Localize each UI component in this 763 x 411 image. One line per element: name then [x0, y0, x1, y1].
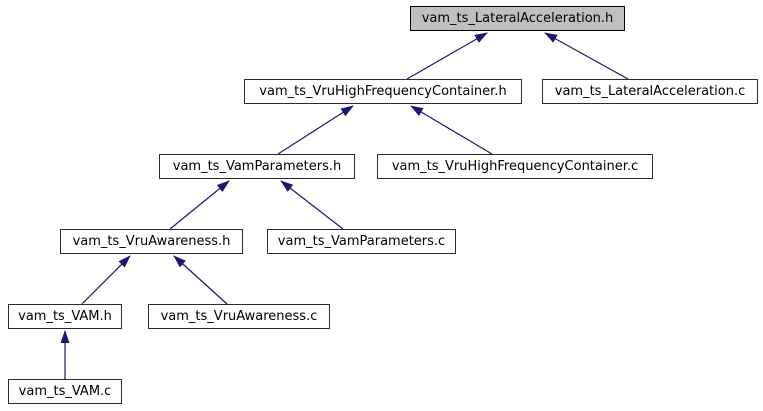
edge-vam_ts_VruAwareness.h-to-vam_ts_VamParameters.h	[169, 180, 230, 230]
node-vam_ts_LateralAcceleration-h: vam_ts_LateralAcceleration.h	[410, 6, 625, 31]
node-vam_ts_VruAwareness-c[interactable]: vam_ts_VruAwareness.c	[148, 304, 330, 329]
edge-vam_ts_VamParameters.h-to-vam_ts_VruHighFrequencyContainer.h	[277, 105, 354, 155]
node-vam_ts_VruHighFrequencyContainer-c[interactable]: vam_ts_VruHighFrequencyContainer.c	[377, 154, 653, 179]
edge-vam_ts_VruHighFrequencyContainer.h-to-vam_ts_LateralAcceleration.h	[406, 32, 488, 80]
node-vam_ts_VruAwareness-h[interactable]: vam_ts_VruAwareness.h	[60, 229, 243, 254]
edge-vam_ts_VAM.h-to-vam_ts_VruAwareness.h	[81, 255, 131, 305]
edge-vam_ts_LateralAcceleration.c-to-vam_ts_LateralAcceleration.h	[544, 32, 629, 80]
node-vam_ts_VamParameters-h[interactable]: vam_ts_VamParameters.h	[159, 154, 355, 179]
edge-vam_ts_VruHighFrequencyContainer.c-to-vam_ts_VruHighFrequencyContainer.h	[410, 105, 493, 155]
node-vam_ts_VAM-c[interactable]: vam_ts_VAM.c	[8, 379, 122, 404]
node-vam_ts_VruHighFrequencyContainer-h[interactable]: vam_ts_VruHighFrequencyContainer.h	[244, 79, 522, 104]
edge-vam_ts_VamParameters.c-to-vam_ts_VamParameters.h	[280, 180, 344, 230]
edge-vam_ts_VruAwareness.c-to-vam_ts_VruAwareness.h	[173, 255, 228, 305]
node-vam_ts_VAM-h[interactable]: vam_ts_VAM.h	[8, 304, 122, 329]
node-vam_ts_LateralAcceleration-c[interactable]: vam_ts_LateralAcceleration.c	[542, 79, 758, 104]
node-vam_ts_VamParameters-c[interactable]: vam_ts_VamParameters.c	[267, 229, 456, 254]
